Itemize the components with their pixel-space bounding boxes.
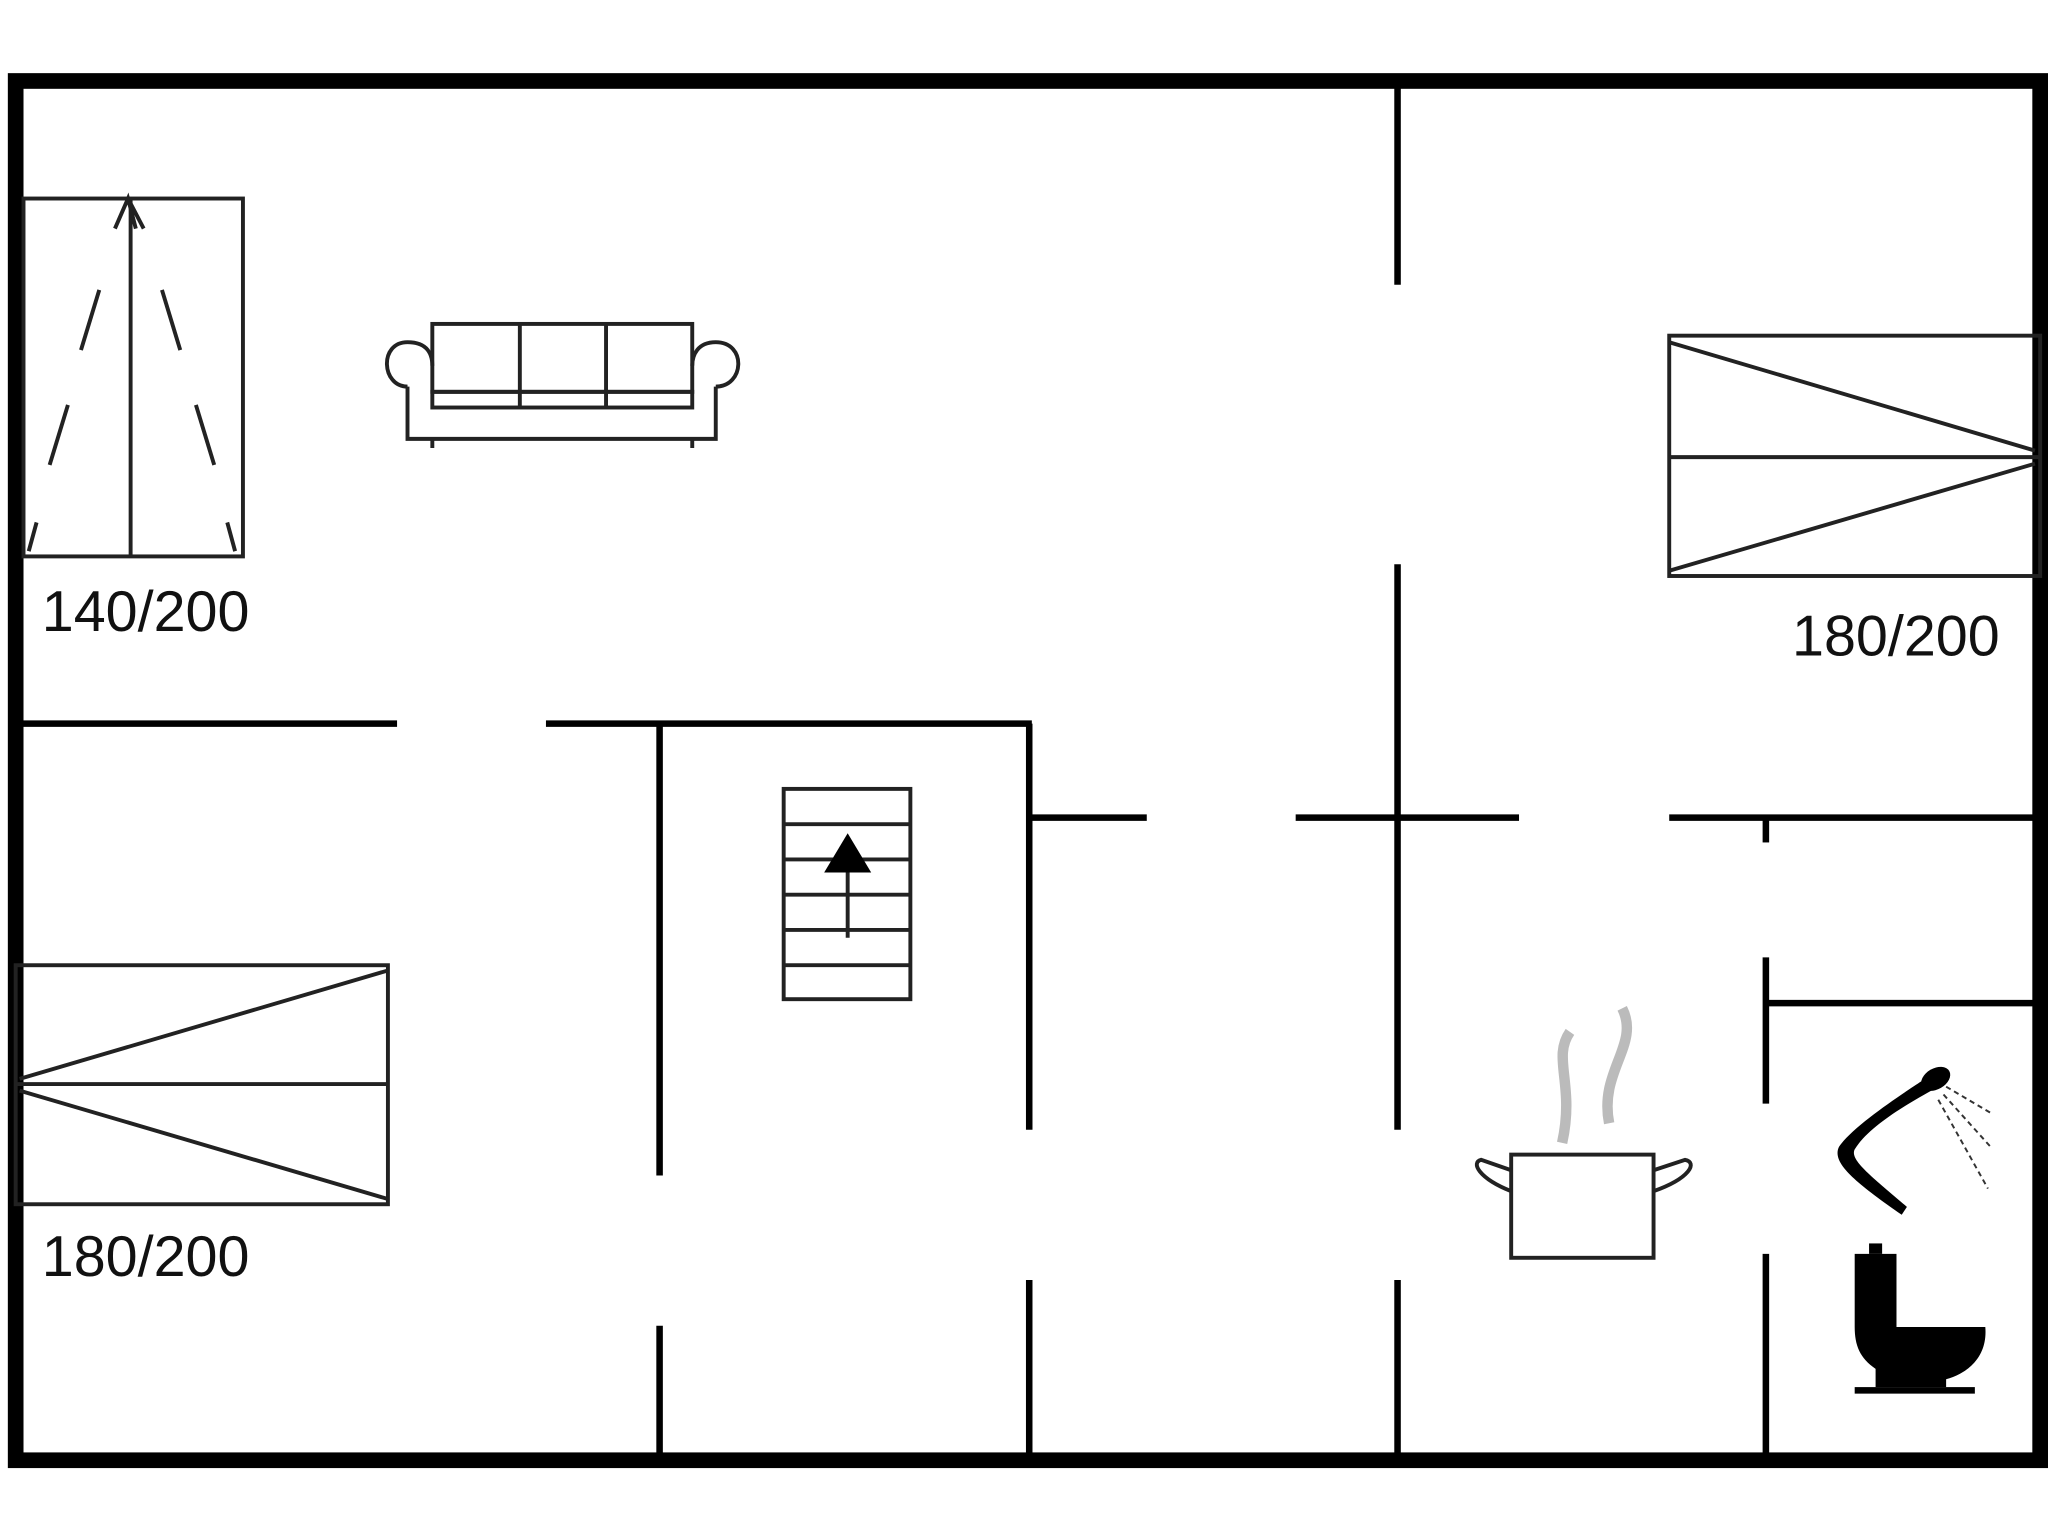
bed-size-label: 180/200 (42, 1225, 250, 1289)
bed-size-label: 180/200 (1792, 605, 2000, 669)
stairs-icon (781, 786, 913, 1002)
interior-walls (15, 80, 2041, 1461)
shower-icon (1837, 1066, 1992, 1215)
double-bed-icon (21, 192, 245, 559)
double-bed-icon (13, 963, 390, 1207)
toilet-icon (1854, 1243, 1986, 1394)
bed-size-label: 140/200 (42, 580, 250, 644)
cooking-pot-icon (1474, 1005, 1693, 1260)
sofa-icon (384, 321, 741, 448)
double-bed-icon (1667, 333, 2043, 578)
